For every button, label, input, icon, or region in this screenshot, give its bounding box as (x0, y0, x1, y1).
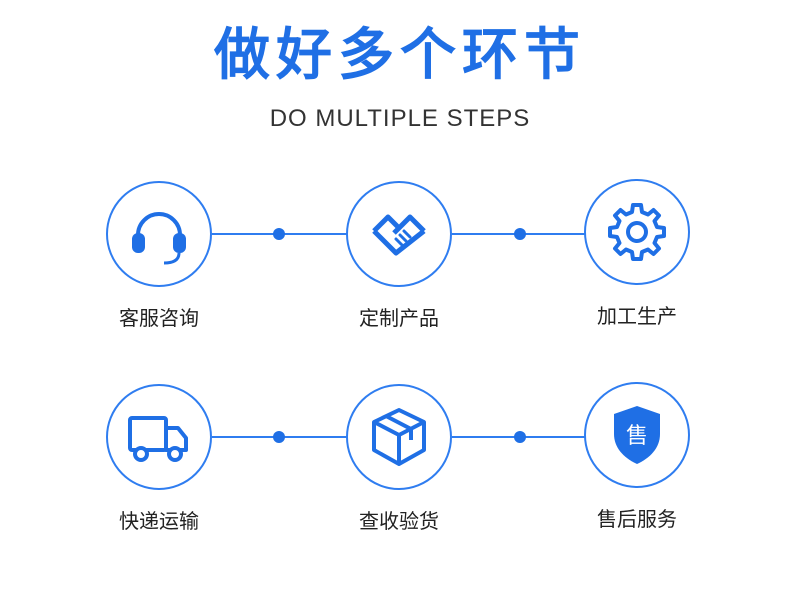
step-label: 定制产品 (359, 306, 439, 330)
step-inspection (346, 384, 452, 490)
step-shipping (106, 384, 212, 490)
page-title: 做好多个环节 (214, 23, 586, 88)
gear-icon (608, 203, 666, 261)
headset-icon (132, 212, 186, 265)
step-label: 加工生产 (597, 304, 677, 328)
step-label: 快递运输 (119, 509, 199, 533)
connector-dot (273, 228, 285, 240)
page-subtitle: DO MULTIPLE STEPS (269, 105, 531, 132)
truck-icon (128, 416, 188, 462)
step-customer-service (106, 181, 212, 287)
connector-dot (514, 228, 526, 240)
step-label: 查收验货 (359, 509, 439, 533)
step-label: 售后服务 (597, 507, 677, 531)
step-after-sales: 售 (584, 382, 690, 488)
connector-dot (273, 431, 285, 443)
shield-icon-text: 售 (626, 424, 648, 449)
step-customize-product (346, 181, 452, 287)
connector-dot (514, 431, 526, 443)
box-icon (372, 408, 426, 466)
step-production (584, 179, 690, 285)
shield-icon: 售 (614, 406, 660, 464)
handshake-icon (372, 214, 426, 256)
step-label: 客服咨询 (119, 306, 199, 330)
